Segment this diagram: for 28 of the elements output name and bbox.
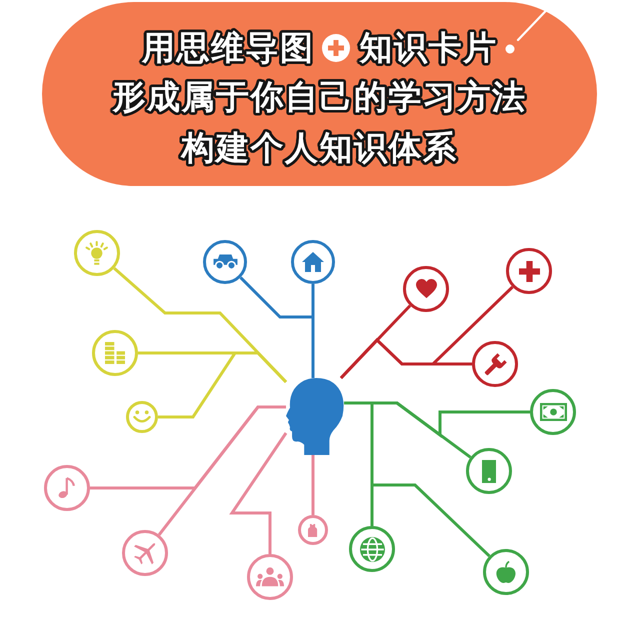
heading-text: 构建个人知识体系 <box>182 127 458 169</box>
icon-circle <box>126 401 158 433</box>
icon-circle <box>44 465 90 511</box>
connector-line <box>113 267 288 384</box>
icon-circle <box>247 554 293 600</box>
icon-circle <box>483 549 529 595</box>
head-silhouette <box>286 378 344 455</box>
connector-line <box>229 432 288 554</box>
icon-circle <box>298 515 328 545</box>
heading-text: 用思维导图 <box>142 27 314 69</box>
heading-text: 知识卡片 <box>359 27 498 69</box>
heading-text: 形成属于你自己的学习方法 <box>112 76 526 118</box>
connector-line <box>312 455 314 515</box>
icon-circle <box>530 389 576 435</box>
icon-circle <box>403 266 449 312</box>
connector-line <box>158 406 286 536</box>
icon-circle <box>349 526 395 572</box>
connector-line <box>344 402 490 558</box>
icon-circle <box>466 448 512 494</box>
connector-line <box>158 352 288 418</box>
icon-circle <box>203 240 247 284</box>
icon-circle <box>92 330 138 376</box>
icon-circle <box>122 530 168 576</box>
icon-circle <box>472 341 518 387</box>
icon-circle <box>291 240 335 284</box>
icon-circle <box>506 248 552 294</box>
connector-line <box>340 338 472 380</box>
icon-circle <box>74 230 120 276</box>
